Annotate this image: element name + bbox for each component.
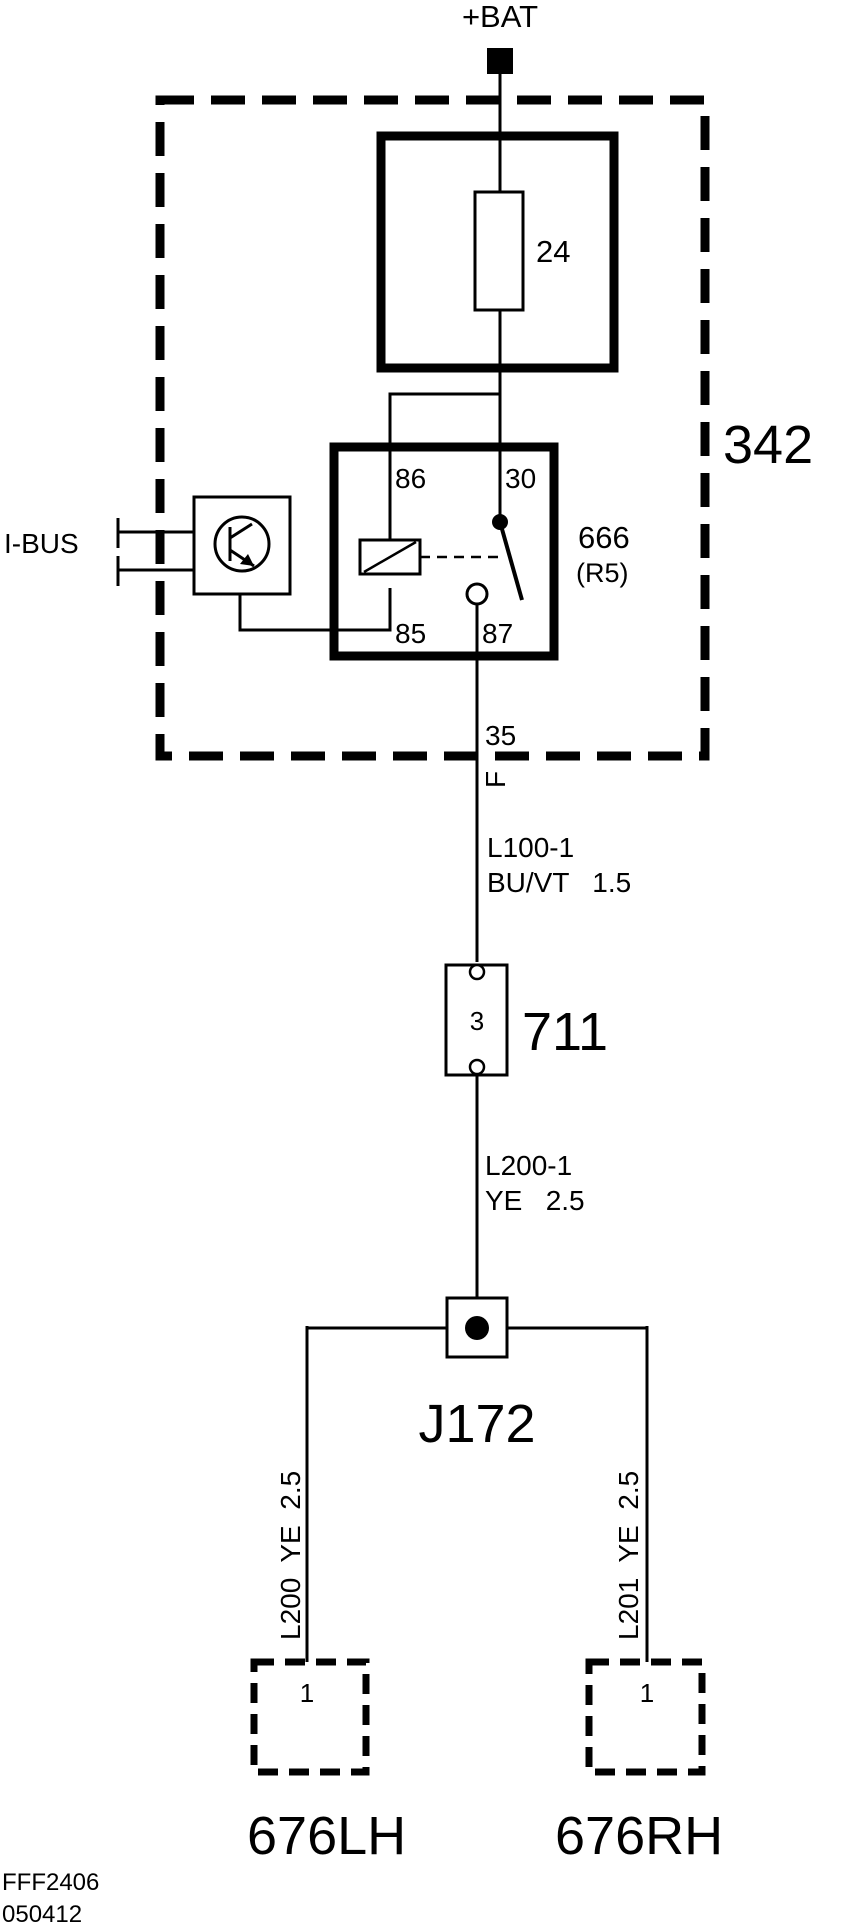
relay-contact-87-icon	[465, 582, 489, 606]
battery-label: +BAT	[462, 0, 538, 34]
load-right-id: 676RH	[555, 1806, 723, 1866]
wire-2-spec: YE 2.5	[485, 1185, 585, 1216]
fuse-24: 24	[376, 131, 619, 373]
connector-711-pin-out-icon	[468, 1058, 486, 1076]
footer-code: FFF2406	[2, 1869, 99, 1896]
module-pin-number: 35	[485, 720, 516, 751]
splice-J172: J172	[305, 1296, 649, 1662]
module-boundary	[155, 95, 710, 761]
module-connector: F	[480, 771, 511, 788]
coil-feed-wire	[388, 392, 500, 540]
load-676LH: 1 676LH	[247, 1658, 406, 1866]
load-right-pin: 1	[640, 1678, 654, 1708]
relay-id: 666	[578, 520, 630, 555]
load-right-boundary	[585, 1658, 706, 1776]
load-left-id: 676LH	[247, 1806, 406, 1866]
wire-1-spec: BU/VT 1.5	[487, 867, 631, 898]
relay-coil-winding	[363, 540, 417, 574]
load-left-pin: 1	[300, 1678, 314, 1708]
connector-711-body	[444, 963, 509, 1077]
wire-right-label: L201 YE 2.5	[613, 1471, 644, 1640]
relay-switch-arm	[498, 521, 524, 601]
relay-pin-85: 85	[395, 618, 426, 649]
fuse-body-icon	[473, 190, 525, 312]
footer-date: 050412	[2, 1901, 82, 1928]
wire-2-code: L200-1	[485, 1150, 572, 1181]
load-676RH: 1 676RH	[555, 1658, 723, 1866]
battery-supply: +BAT	[462, 0, 538, 74]
transistor-emitter-arrow-icon	[240, 554, 254, 566]
load-left-boundary	[250, 1658, 370, 1776]
bus-driver: I-BUS	[4, 495, 292, 596]
wire-1-code: L100-1	[487, 832, 574, 863]
relay-pin-30: 30	[505, 463, 536, 494]
module-342: 342	[155, 95, 813, 761]
bus-lines	[116, 518, 194, 586]
bus-label: I-BUS	[4, 528, 79, 559]
driver-box	[192, 495, 292, 596]
relay-666: 86 30 85 87 666 (R5)	[238, 442, 630, 661]
transistor-collector	[229, 522, 253, 540]
relay-pin-87: 87	[482, 618, 513, 649]
battery-terminal-icon	[487, 48, 513, 74]
connector-711-pin-in-icon	[468, 963, 486, 981]
fuse-holder	[376, 131, 619, 373]
fuse-id: 24	[536, 234, 570, 269]
relay-pin-86: 86	[395, 463, 426, 494]
connector-711: 3 711	[444, 963, 608, 1077]
wire-left-label: L200 YE 2.5	[275, 1471, 306, 1640]
splice-branch-wires	[305, 1326, 649, 1662]
relay-body	[329, 442, 559, 661]
connector-711-id: 711	[522, 1002, 608, 1062]
module-id: 342	[723, 415, 813, 475]
splice-id: J172	[418, 1394, 535, 1454]
splice-node-icon	[465, 1316, 489, 1340]
relay-ref: (R5)	[576, 558, 629, 588]
connector-711-pin: 3	[470, 1006, 484, 1036]
